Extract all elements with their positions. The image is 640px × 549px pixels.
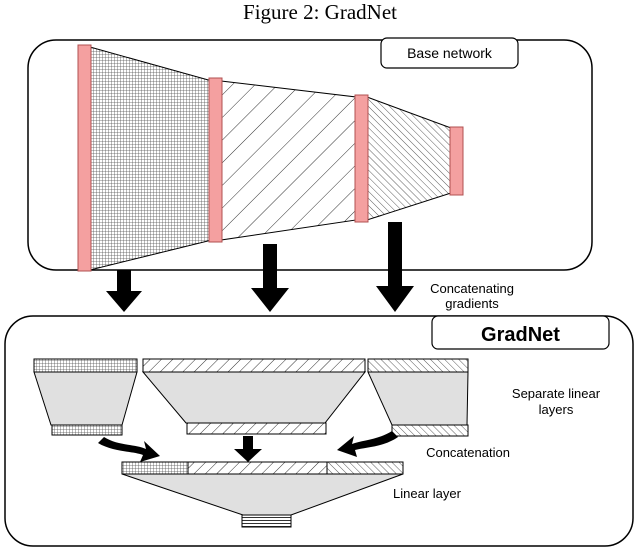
gradient-arrow-1 xyxy=(106,270,142,312)
input-bar-2 xyxy=(142,358,366,373)
layer-bar-4 xyxy=(449,126,464,196)
layer-bar-1 xyxy=(77,44,92,272)
concat-arrow-right-icon xyxy=(337,431,398,457)
output-bar-1 xyxy=(51,424,123,436)
gradnet-label-box xyxy=(431,315,610,350)
output-bar-3 xyxy=(391,424,469,437)
concat-bar-part-2 xyxy=(187,461,328,475)
input-bar-1 xyxy=(33,358,138,373)
gradient-arrow-2 xyxy=(251,244,289,312)
linear-layer-label: Linear layer xyxy=(393,486,462,501)
concat-bar-part-1 xyxy=(121,461,189,475)
concat-gradients-label-1: Concatenating xyxy=(430,281,514,296)
concat-arrow-middle-icon xyxy=(234,436,262,462)
network-block-2 xyxy=(220,80,357,241)
network-block-1 xyxy=(89,46,213,271)
output-bar-2 xyxy=(186,422,327,435)
gradient-arrows xyxy=(106,222,414,312)
concat-gradients-label-2: gradients xyxy=(445,296,499,311)
layer-bar-3 xyxy=(354,94,369,223)
linear-layer-trapezoid-1 xyxy=(33,371,138,426)
concatenation-label: Concatenation xyxy=(426,445,510,460)
concat-arrow-left-icon xyxy=(98,437,160,462)
base-network-label: Base network xyxy=(407,45,493,61)
gradnet-label: GradNet xyxy=(481,324,560,346)
base-network-label-box xyxy=(380,37,519,69)
final-output-bar xyxy=(241,514,292,528)
gradient-arrow-3 xyxy=(376,222,414,312)
figure-title: Figure 2: GradNet xyxy=(243,0,397,24)
base-network: Base network xyxy=(27,37,593,272)
separate-linear-label-2: layers xyxy=(539,402,574,417)
separate-linear-label-1: Separate linear xyxy=(512,386,601,401)
layer-bar-2 xyxy=(208,77,223,243)
concat-bar-part-3 xyxy=(326,461,404,475)
gradnet-module: GradNet Separate linear layers Concatena… xyxy=(4,315,634,547)
input-bar-3 xyxy=(367,358,469,373)
